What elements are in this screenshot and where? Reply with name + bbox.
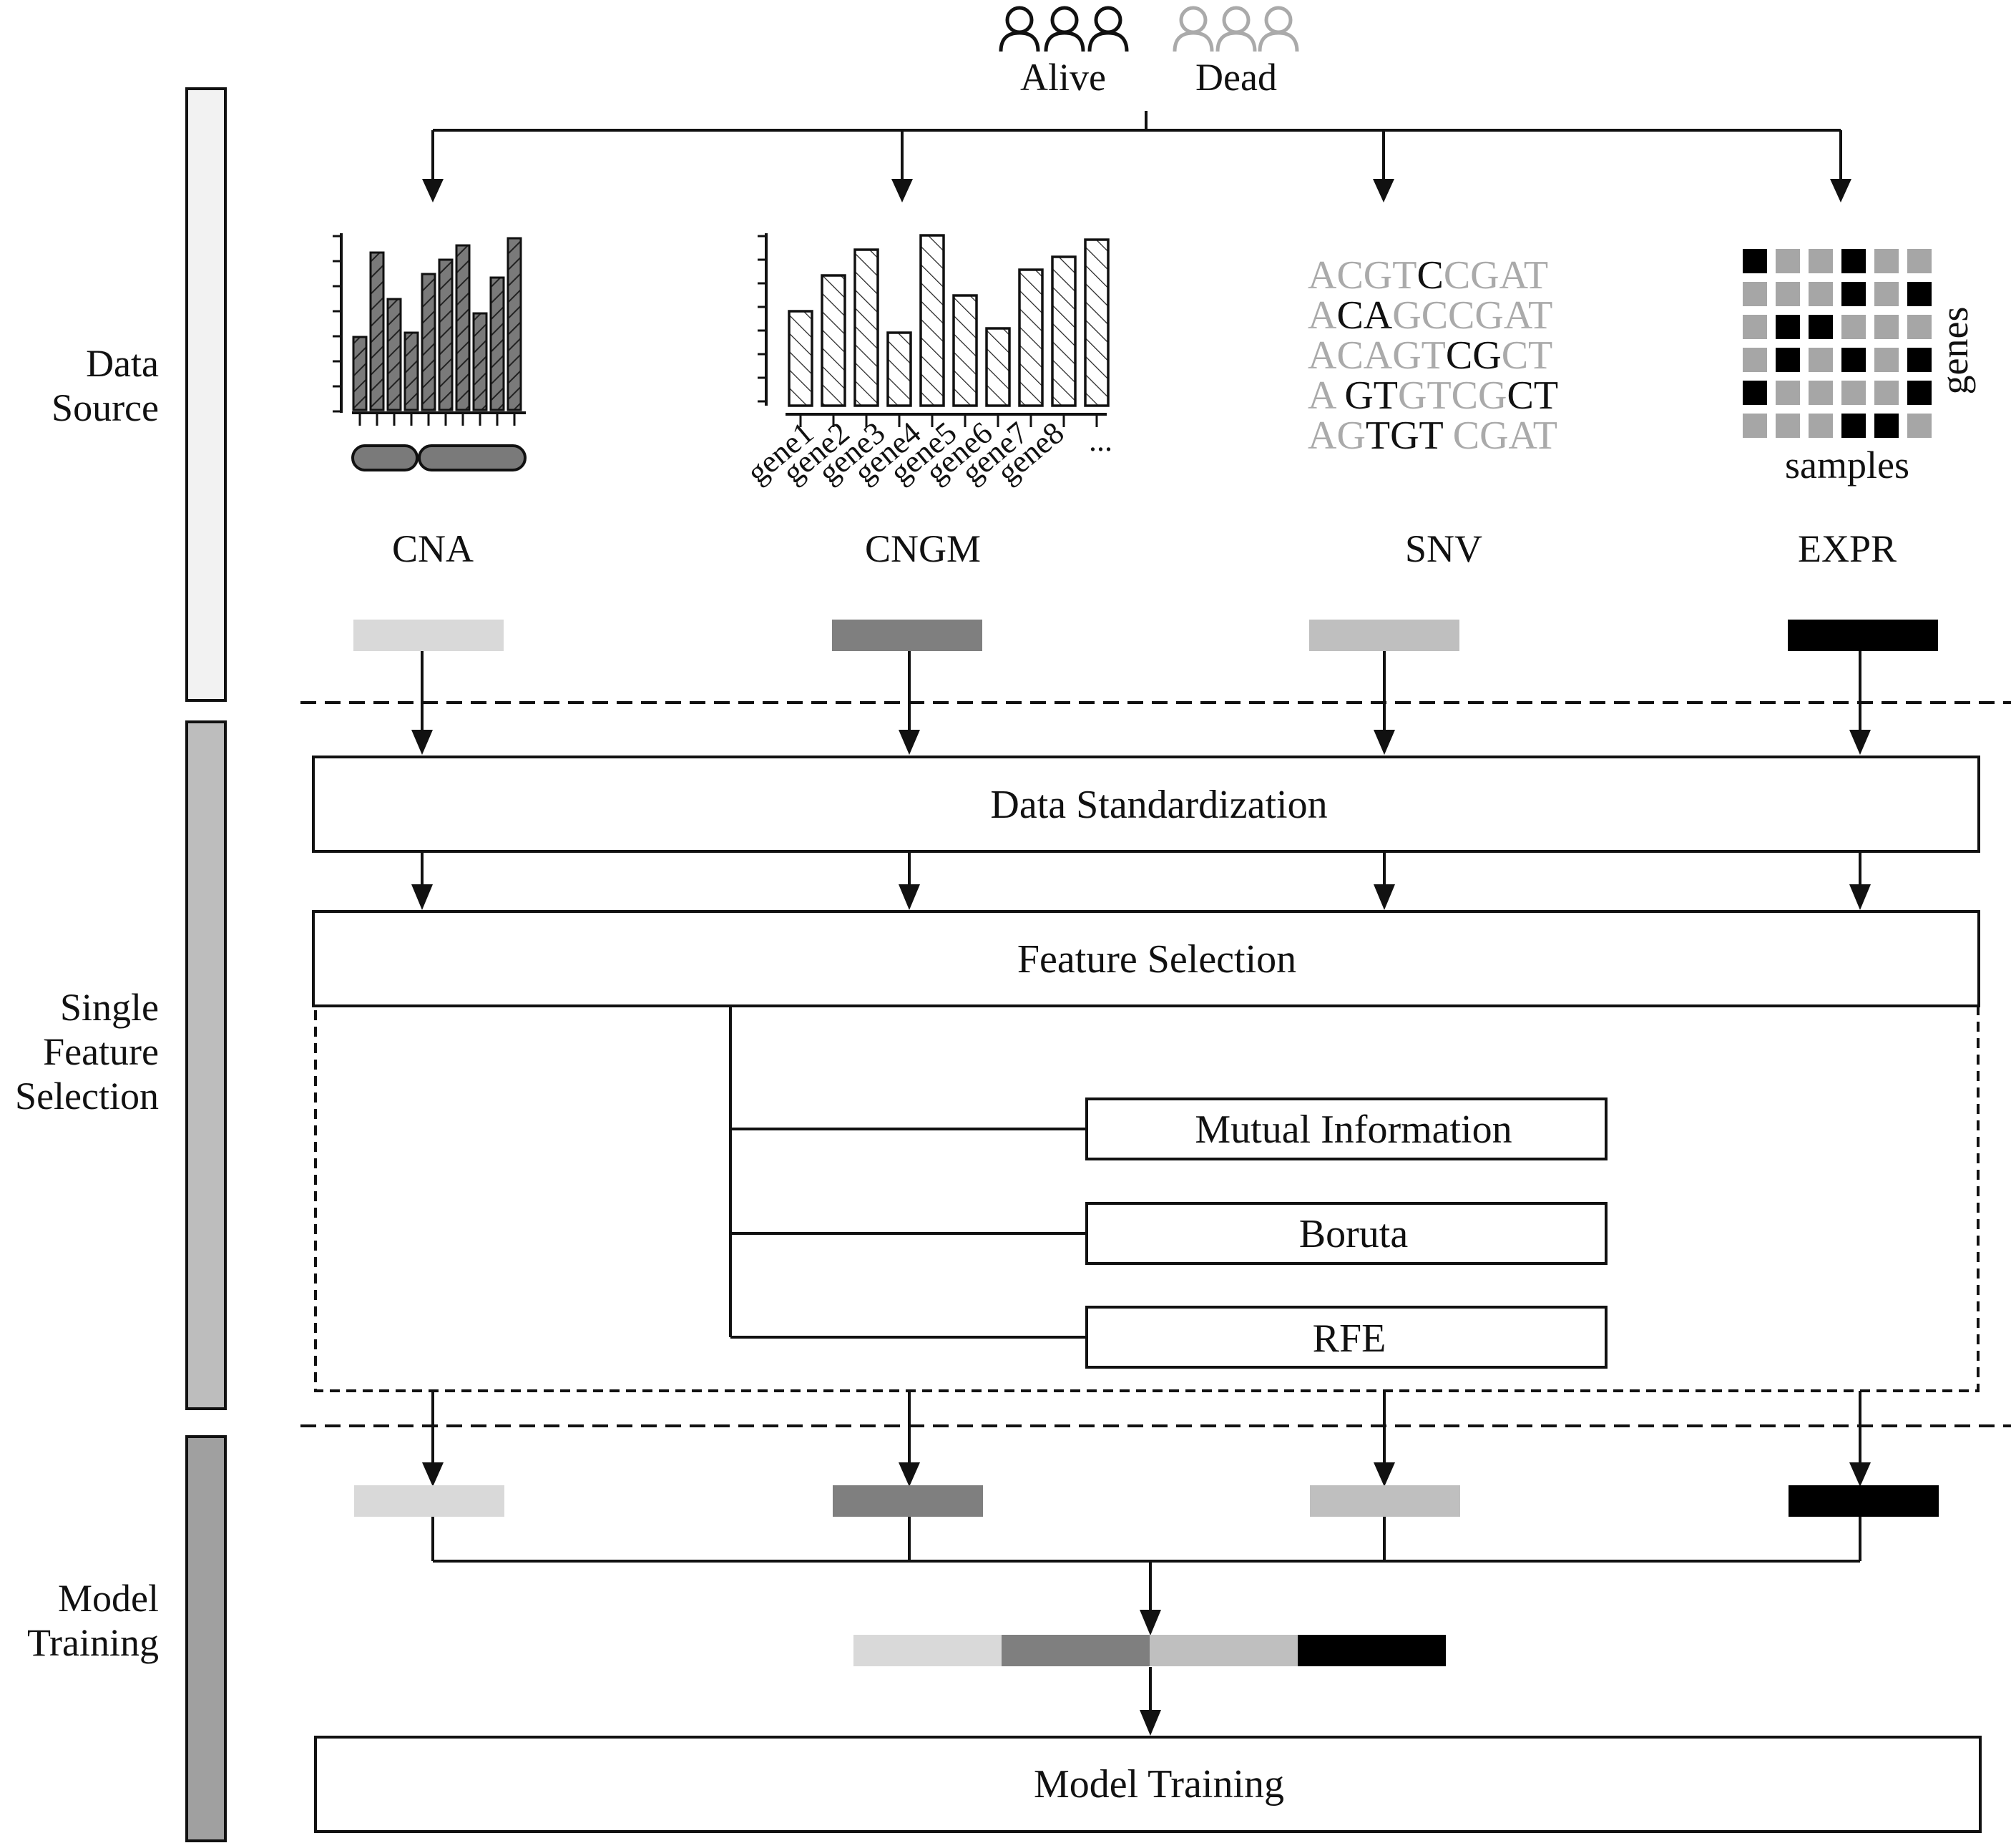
feature-methods-container — [314, 1004, 1980, 1392]
arrowheads-to-feature-selection — [411, 884, 1871, 910]
alive-people-icon — [999, 6, 1129, 52]
method-box-rfe — [1085, 1306, 1608, 1369]
arrows-to-feature-selection — [421, 851, 1861, 890]
stage-bar-data-source — [185, 87, 227, 702]
selected-block-expr — [1789, 1485, 1939, 1517]
feature-selection-label: Feature Selection — [1017, 937, 1296, 982]
selected-block-cngm — [833, 1485, 983, 1517]
svg-text:Training: Training — [27, 1621, 159, 1664]
feature-selection-box — [312, 910, 1980, 1007]
chromosome-icon — [351, 444, 527, 471]
method-tree-connector — [729, 1006, 1087, 1339]
snv-sequence-row: ACAGTCGCT — [1308, 333, 1552, 378]
data-standardization-box — [312, 756, 1980, 853]
stage-label-data-source: Data Source — [52, 342, 159, 429]
source-name-cna: CNA — [392, 527, 474, 570]
selected-block-cna — [354, 1485, 504, 1517]
method-label-boruta: Boruta — [1299, 1212, 1409, 1256]
method-box-mutual-information — [1085, 1097, 1608, 1160]
merge-connector — [431, 1517, 1861, 1716]
source-name-expr: EXPR — [1798, 527, 1897, 570]
source-name-cngm: CNGM — [865, 527, 981, 570]
source-arrowheads — [422, 179, 1851, 202]
arrowheads-to-standardization — [411, 730, 1871, 755]
stage-label-model-training: Model Training — [27, 1577, 159, 1664]
feature-block-cna — [353, 620, 504, 651]
stage-label-feature-selection: Single Feature Selection — [15, 986, 159, 1118]
expr-matrix — [1743, 249, 1932, 438]
stage-bar-feature-selection — [185, 720, 227, 1410]
selected-block-snv — [1310, 1485, 1460, 1517]
stage-bar-model-training — [185, 1435, 227, 1842]
arrows-to-standardization — [421, 651, 1861, 735]
arrowheads-to-selected-features — [422, 1462, 1871, 1487]
cna-bar-chart — [333, 233, 526, 426]
data-standardization-label: Data Standardization — [990, 783, 1327, 827]
model-training-box — [314, 1736, 1982, 1833]
snv-sequence-row: A GTGTCGCT — [1308, 373, 1558, 418]
svg-text:Feature: Feature — [43, 1030, 159, 1073]
feature-block-cngm — [832, 620, 982, 651]
svg-text:Single: Single — [60, 986, 159, 1029]
training-arrowhead — [1140, 1710, 1161, 1736]
expr-samples-label: samples — [1785, 444, 1909, 487]
svg-text:Source: Source — [52, 386, 159, 429]
dead-people-icon — [1173, 6, 1299, 52]
expr-genes-label: genes — [1933, 307, 1976, 395]
method-box-boruta — [1085, 1202, 1608, 1265]
merge-arrowhead — [1140, 1610, 1161, 1636]
cngm-gene-labels: gene1gene2gene3gene4gene5gene6gene7gene8… — [740, 415, 1112, 490]
model-training-label: Model Training — [1034, 1762, 1284, 1807]
source-name-snv: SNV — [1405, 527, 1482, 570]
svg-text:Data: Data — [86, 342, 159, 385]
arrows-to-selected-features — [431, 1391, 1861, 1470]
method-label-rfe: RFE — [1313, 1316, 1386, 1361]
snv-sequence-row: ACAGCCGAT — [1308, 293, 1552, 338]
feature-block-expr — [1788, 620, 1938, 651]
concatenated-feature-vector — [853, 1635, 1446, 1666]
gene-label: ... — [1089, 423, 1112, 458]
svg-text:Selection: Selection — [15, 1075, 159, 1118]
snv-sequence-row: AGTGT CGAT — [1308, 414, 1557, 458]
feature-block-snv — [1309, 620, 1459, 651]
svg-text:Model: Model — [58, 1577, 159, 1620]
dead-label: Dead — [1195, 56, 1277, 99]
method-label-mutual-information: Mutual Information — [1195, 1108, 1512, 1152]
source-distribution-connector — [431, 111, 1842, 182]
snv-sequence-row: ACGTCCGAT — [1308, 253, 1548, 298]
alive-label: Alive — [1020, 56, 1106, 99]
cngm-bar-chart — [758, 233, 1110, 427]
